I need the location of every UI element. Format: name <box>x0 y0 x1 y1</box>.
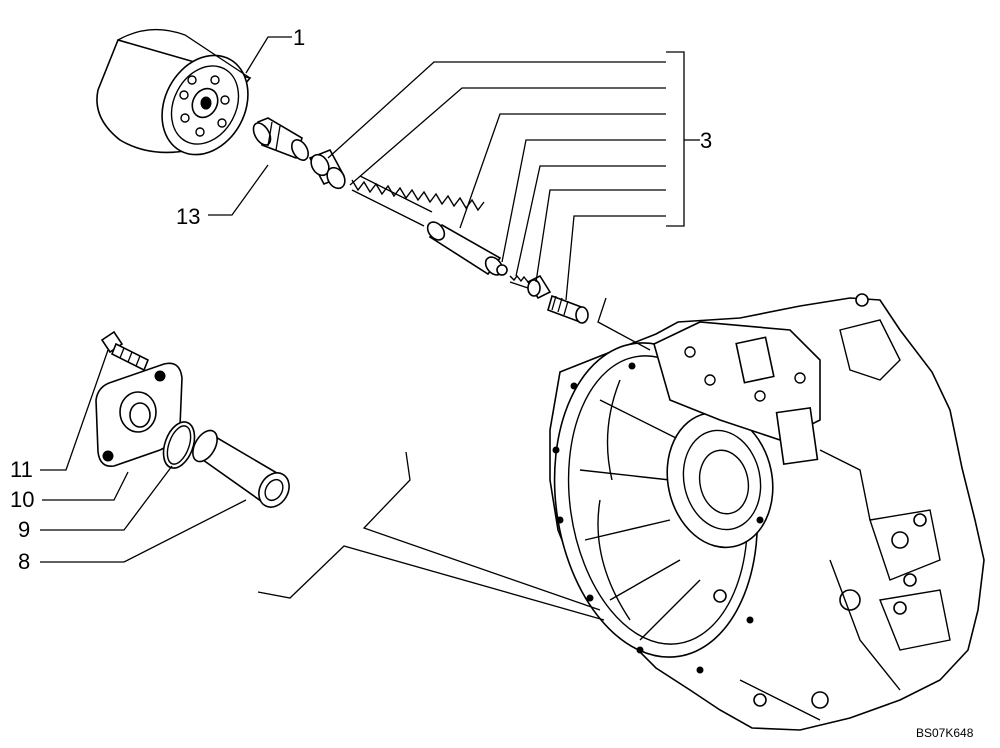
filter-element-part <box>192 429 290 508</box>
valve-piston-part <box>426 221 504 276</box>
valve-spring-part <box>351 175 485 227</box>
leader-lines-housing <box>257 297 651 621</box>
valve-ball-part <box>496 264 508 276</box>
callout-9: 9 <box>18 517 31 542</box>
leader-lines-left <box>40 349 247 563</box>
callout-1: 1 <box>293 25 306 50</box>
transmission-housing-part <box>549 293 985 731</box>
leader-lines-3 <box>327 51 700 301</box>
valve-seat-part <box>308 148 346 190</box>
drawing-code: BS07K648 <box>916 726 974 740</box>
small-spring-part <box>509 274 529 289</box>
valve-screw-part <box>547 294 589 324</box>
callout-10: 10 <box>10 487 35 512</box>
cover-plate-part <box>95 362 183 468</box>
oil-filter-part <box>96 28 252 156</box>
callout-13: 13 <box>176 204 201 229</box>
nipple-part <box>252 117 309 161</box>
leader-line-1 <box>245 36 292 74</box>
callout-11: 11 <box>10 457 33 482</box>
valve-nut-part <box>526 274 552 300</box>
callout-8: 8 <box>18 549 31 574</box>
leader-line-13 <box>208 164 269 216</box>
bolt-part <box>100 330 150 372</box>
callout-3: 3 <box>700 128 713 153</box>
